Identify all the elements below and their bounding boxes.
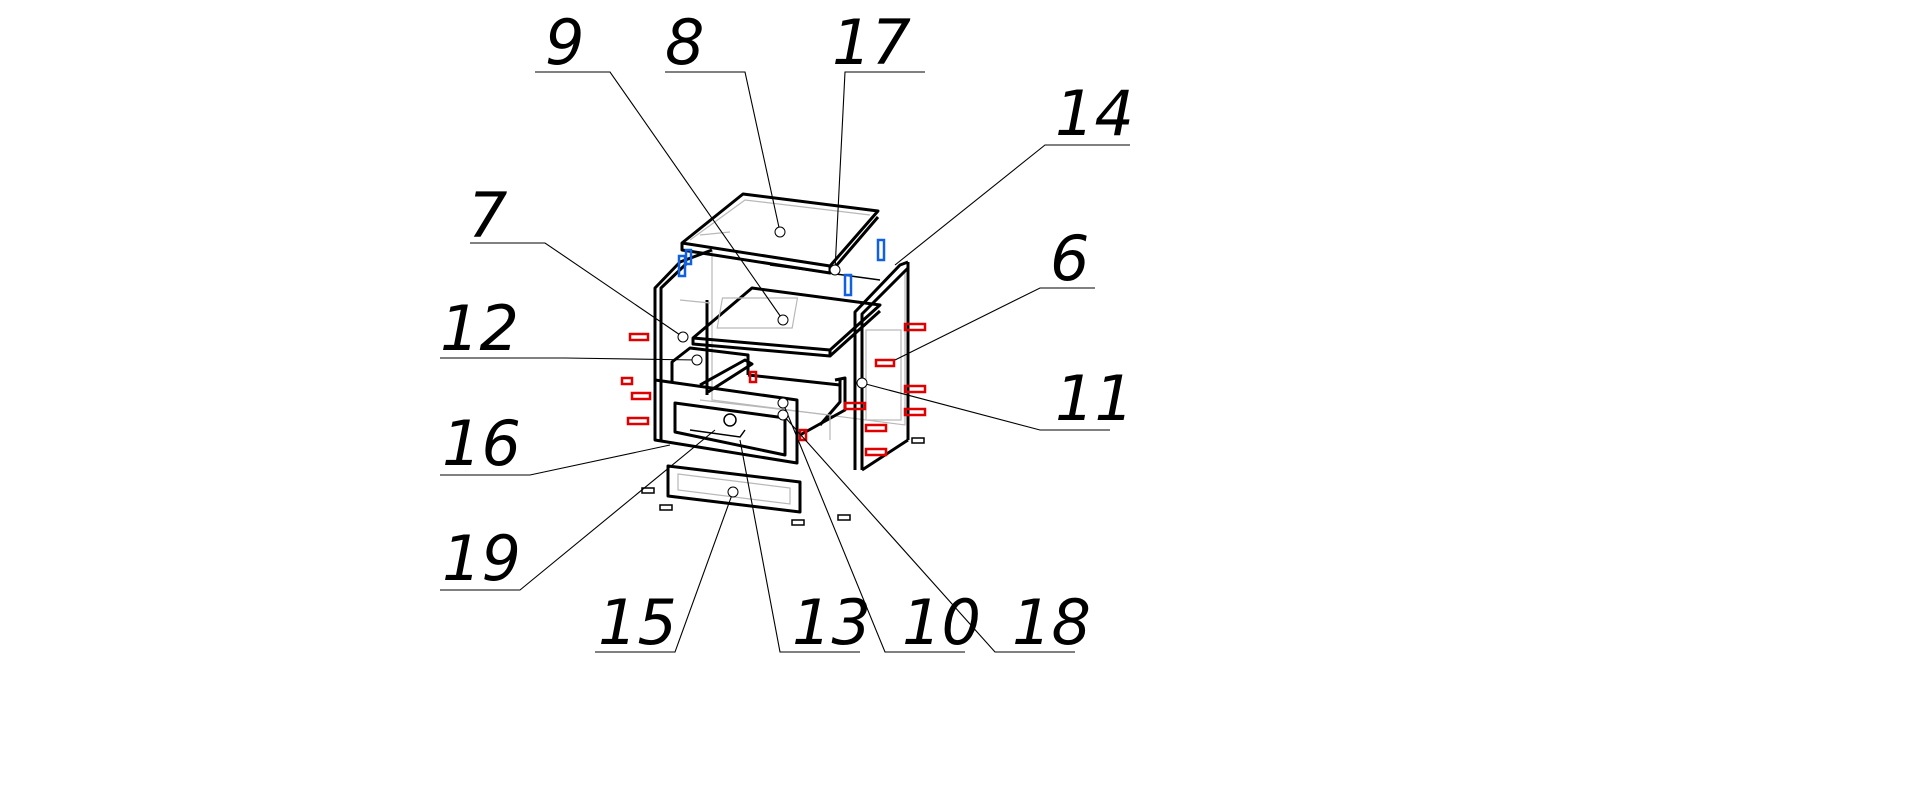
callout-12: 12: [440, 292, 703, 366]
svg-text:6: 6: [1050, 222, 1089, 295]
plinth-panel: [666, 464, 802, 514]
right-side-panel: [853, 260, 910, 472]
svg-text:16: 16: [442, 407, 521, 480]
svg-text:14: 14: [1055, 77, 1134, 150]
callout-14: 14: [894, 77, 1134, 266]
svg-text:7: 7: [468, 179, 507, 252]
callout-7: 7: [468, 179, 689, 343]
callout-17: 17: [829, 6, 925, 276]
callout-8: 8: [665, 6, 786, 238]
callouts: 9 8 17 14 7 6 12 11: [440, 6, 1134, 659]
svg-text:17: 17: [832, 6, 911, 79]
furniture-feet: [641, 437, 925, 526]
svg-text:15: 15: [598, 586, 677, 659]
confirmat-screws: [620, 322, 927, 457]
left-side-panel: [653, 248, 713, 440]
svg-text:19: 19: [442, 522, 521, 595]
callout-11: 11: [856, 362, 1134, 435]
hinges: [677, 238, 886, 297]
back-panel: [711, 250, 906, 426]
callout-15: 15: [595, 486, 739, 659]
svg-text:12: 12: [440, 292, 519, 365]
svg-text:9: 9: [545, 6, 584, 79]
nightstand-exploded-view: [620, 192, 927, 526]
drawer-front: [653, 378, 799, 465]
svg-text:10: 10: [902, 586, 981, 659]
svg-text:13: 13: [792, 586, 871, 659]
callout-16: 16: [440, 407, 671, 480]
callout-19: 19: [440, 429, 716, 595]
svg-text:11: 11: [1055, 362, 1134, 435]
callout-18: 18: [777, 409, 1091, 659]
callout-9: 9: [535, 6, 789, 326]
drawer-box: [670, 346, 847, 440]
callout-13: 13: [739, 439, 871, 659]
callout-10: 10: [777, 397, 981, 659]
callout-6: 6: [894, 222, 1095, 361]
svg-text:18: 18: [1012, 586, 1091, 659]
svg-text:8: 8: [665, 6, 704, 79]
